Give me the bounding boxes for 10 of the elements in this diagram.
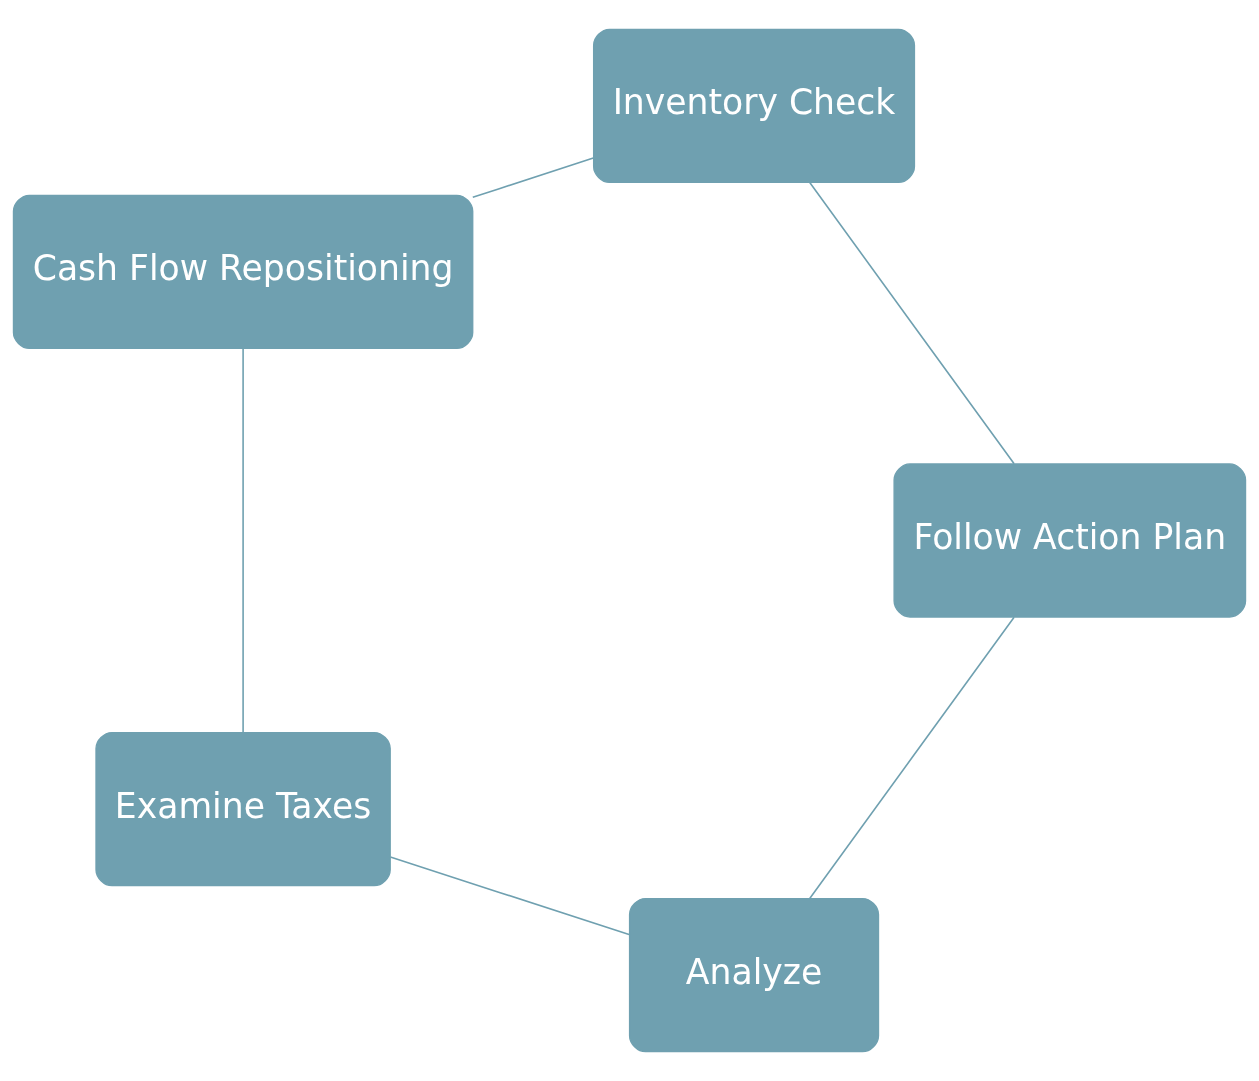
connector: [242, 347, 244, 733]
node-box: Follow Action Plan: [893, 463, 1247, 618]
connector: [389, 856, 630, 936]
node-box: Analyze: [628, 897, 880, 1053]
connector: [808, 616, 1015, 900]
connector: [808, 181, 1015, 465]
node-box: Examine Taxes: [95, 731, 391, 887]
node-box: Inventory Check: [592, 28, 916, 184]
connector: [471, 157, 595, 199]
node-box: Cash Flow Repositioning: [12, 194, 474, 350]
